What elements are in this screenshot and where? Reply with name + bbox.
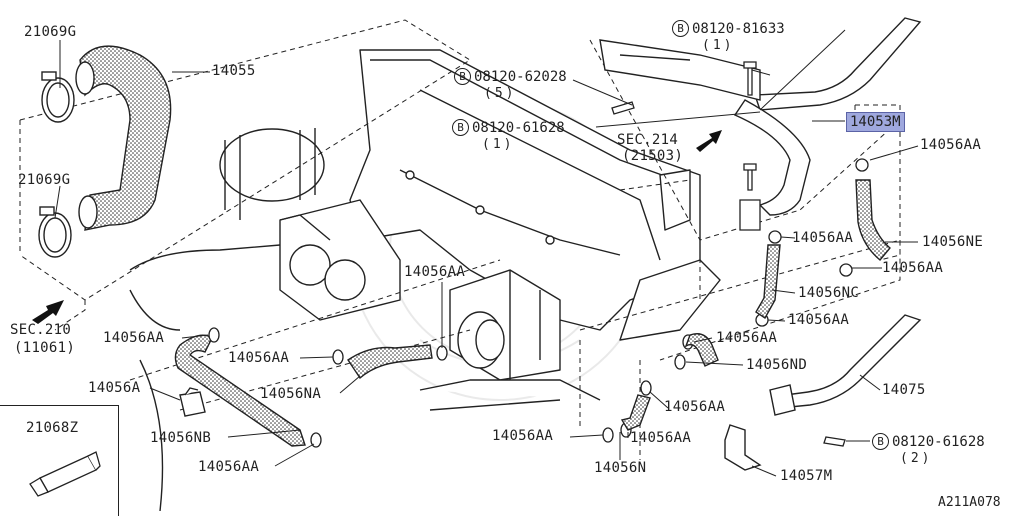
label-21069g-mid: 21069G [18,172,71,188]
label-14056aa-r3: 14056AA [882,260,944,276]
bolt-marker-icon: B [872,433,889,450]
hose-14056nd [684,333,719,367]
label-14056aa-b2: 14056AA [630,430,692,446]
label-sec214-sub: (21503) [622,148,684,164]
intake-manifold [129,49,721,511]
hose-14056nc [755,244,781,320]
bolt-part-number: 08120-61628 [472,120,565,136]
bolt-part-number: 08120-62028 [474,69,567,85]
bolt-marker-icon: B [452,119,469,136]
label-14056aa-l1: 14056AA [103,330,165,346]
clamp-21069g-mid [38,206,72,258]
sec210-arrow [32,300,64,324]
pipe-14053m [599,17,922,216]
diagram-ref-code: A211A078 [938,495,1001,510]
label-14075: 14075 [882,382,926,398]
clamp-21069g-top [41,71,75,123]
bracket-14057m [724,424,762,471]
hose-14055 [75,45,172,231]
pipe-14075 [769,314,922,416]
label-14056nb: 14056NB [150,430,212,446]
leader-lines [54,29,919,477]
hose-14056n [620,394,651,431]
inset-box [0,405,119,516]
label-14056aa-r1: 14056AA [920,137,982,153]
bolt-qty: (1) [482,137,515,152]
hose-14056ne [855,179,891,261]
label-14056ne: 14056NE [922,234,984,250]
bolt-marker-icon: B [672,20,689,37]
bolt-qty: (5) [484,86,517,101]
label-14056aa-r5: 14056AA [716,330,778,346]
label-14056aa-b1: 14056AA [492,428,554,444]
label-14056nd: 14056ND [746,357,808,373]
bracket-14056a [179,387,206,417]
label-14053m-highlighted[interactable]: 14053M [846,112,905,132]
grease-tube-21068z [29,451,101,497]
label-14056n: 14056N [594,460,647,476]
hose-14056na [347,344,433,380]
sec214-arrow [696,130,722,152]
bolt-marker-icon: B [454,68,471,85]
label-sec210-sub: (11061) [14,340,76,356]
label-14056aa-l2: 14056AA [198,459,260,475]
bolt-part-number: 08120-61628 [892,434,985,450]
bolt-part-number: 08120-81633 [692,21,785,37]
bolt-qty: (2) [900,451,933,466]
label-14056aa-r2: 14056AA [792,230,854,246]
label-sec210: SEC.210 [10,322,72,338]
label-14056a: 14056A [88,380,141,396]
bolts-drawn [611,61,846,447]
label-14056na: 14056NA [260,386,322,402]
label-14056nc: 14056NC [798,285,860,301]
label-14055: 14055 [212,63,256,79]
label-14056aa-c1: 14056AA [228,350,290,366]
label-sec214: SEC.214 [617,132,679,148]
label-21068z: 21068Z [26,420,79,436]
label-21069g-top: 21069G [24,24,77,40]
label-14056aa-r4: 14056AA [788,312,850,328]
label-14057m: 14057M [780,468,833,484]
label-14056aa-c2: 14056AA [404,264,466,280]
label-14056aa-r6: 14056AA [664,399,726,415]
bolt-qty: (1) [702,38,735,53]
